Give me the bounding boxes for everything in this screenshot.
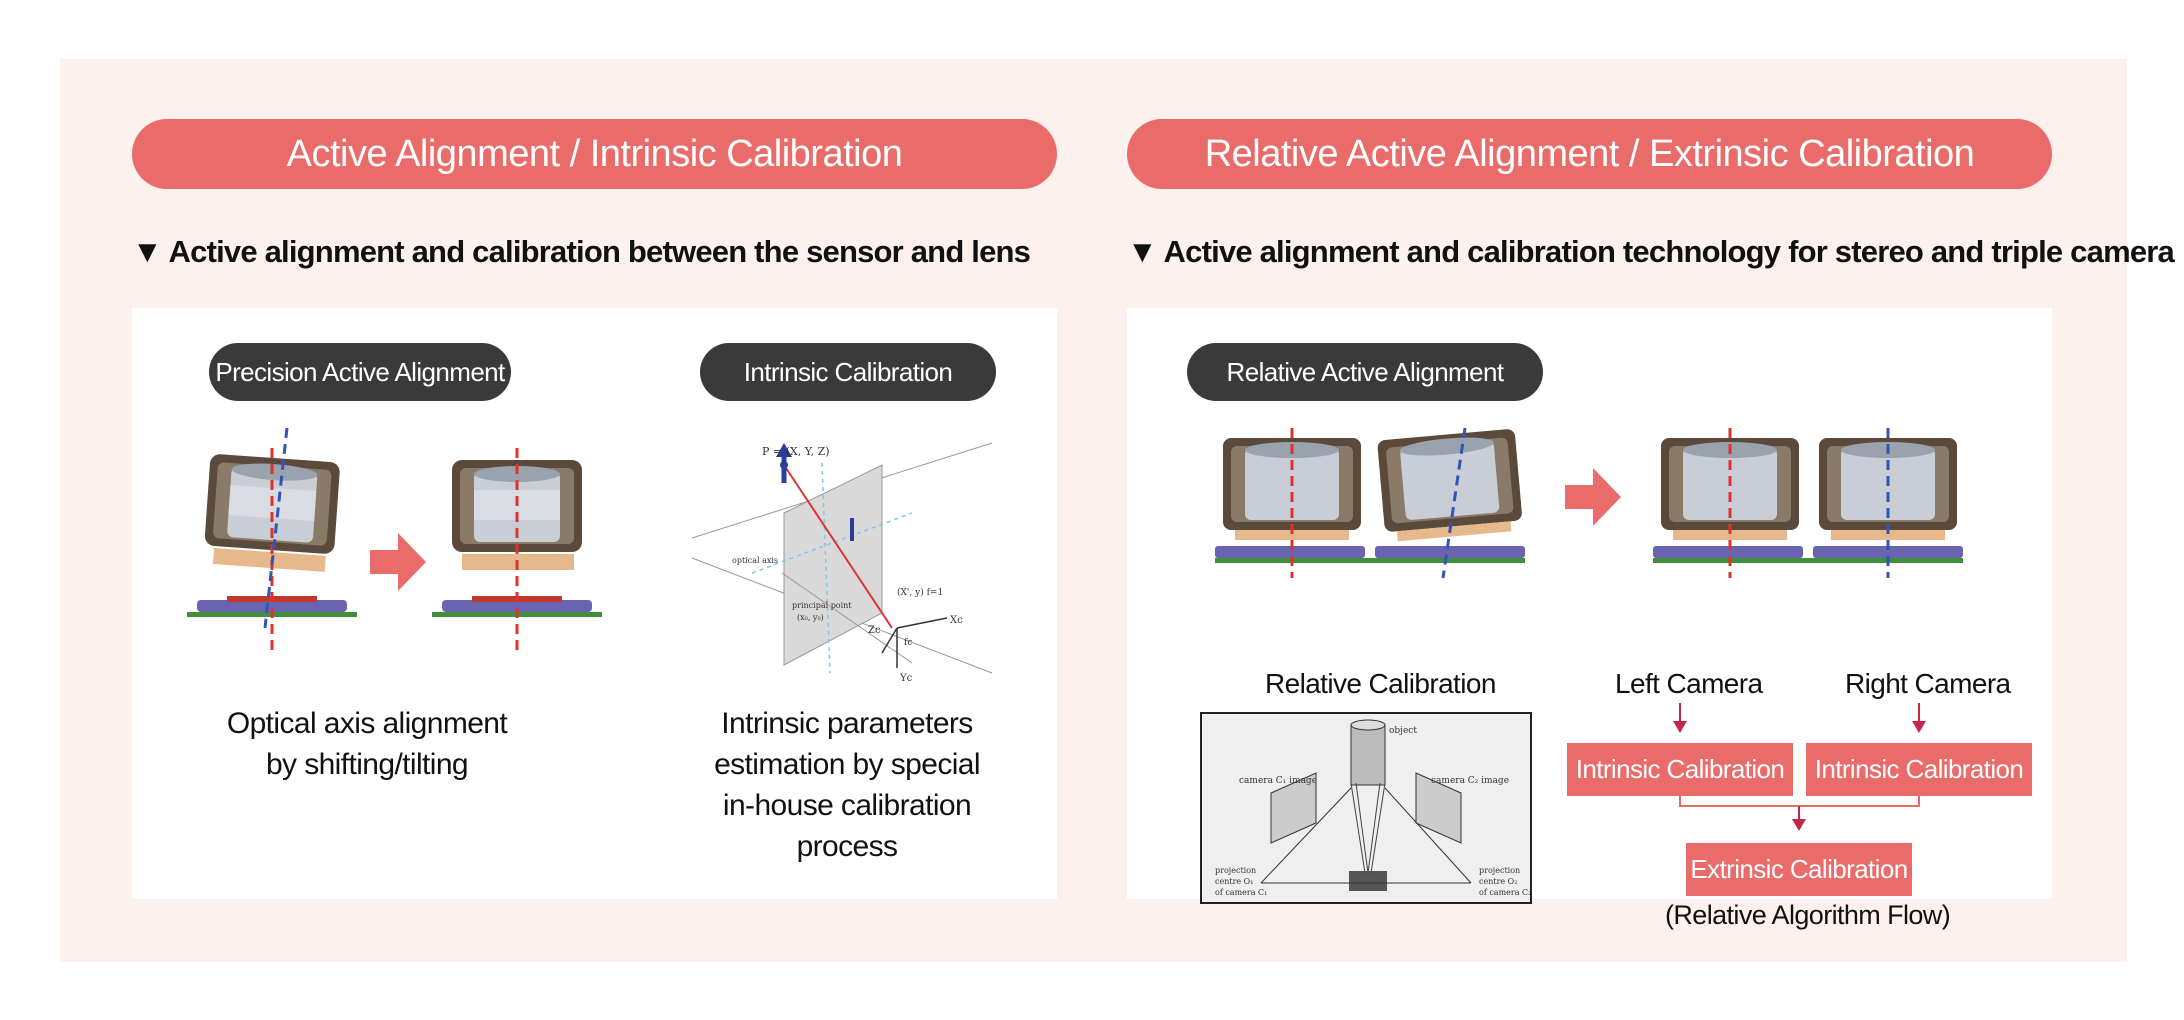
centre2-label: centre O₂ [1479, 877, 1517, 886]
intrinsic-parameters-caption: Intrinsic parameters estimation by speci… [714, 707, 980, 863]
left-section-header: Active Alignment / Intrinsic Calibration [132, 119, 1057, 189]
right-arrow-icon [1565, 468, 1621, 526]
principal-coords-label: (x₀, y₀) [797, 613, 824, 622]
projection2-label: projection [1479, 866, 1520, 875]
axis-z-label: Zc [868, 625, 881, 636]
precision-active-alignment-pill: Precision Active Alignment [209, 343, 511, 401]
right-section-header: Relative Active Alignment / Extrinsic Ca… [1127, 119, 2052, 189]
stereo-projection-diagram: object camera C₁ image camera C₂ image p… [1200, 712, 1532, 904]
projection1-label: projection [1215, 866, 1256, 875]
principal-point-label: principal point [792, 601, 852, 610]
camera1-image-label: camera C₁ image [1239, 776, 1317, 786]
right-subtitle: ▼ Active alignment and calibration techn… [1127, 234, 2175, 269]
camera1-origin-label: of camera C₁ [1215, 888, 1267, 897]
right-arrow-icon [370, 533, 426, 591]
misaligned-stereo-camera-illustration [1215, 427, 1525, 579]
image-plane-eq: (X', y) f=1 [897, 587, 943, 598]
algorithm-flow-connectors [1673, 703, 1926, 831]
pinhole-camera-model-diagram: P = (X, Y, Z) optical axis principal poi… [691, 442, 993, 684]
centre1-label: centre O₁ [1215, 877, 1253, 886]
tilted-lens-module-illustration [187, 427, 357, 650]
relative-algorithm-flow-caption: (Relative Algorithm Flow) [1665, 900, 1951, 930]
axis-f-label: fc [904, 638, 912, 648]
left-camera-label: Left Camera [1615, 668, 1763, 699]
point-label: P = (X, Y, Z) [762, 445, 830, 458]
intrinsic-calibration-pill: Intrinsic Calibration [700, 343, 996, 401]
object-label: object [1389, 726, 1417, 736]
left-intrinsic-calibration-box: Intrinsic Calibration [1567, 743, 1793, 796]
extrinsic-calibration-box: Extrinsic Calibration [1686, 843, 1912, 896]
axis-x-label: Xc [950, 615, 963, 626]
right-camera-label: Right Camera [1845, 668, 2011, 699]
optical-axis-label: optical axis [732, 556, 778, 565]
optical-axis-caption: Optical axis alignment by shifting/tilti… [226, 707, 508, 781]
camera2-origin-label: of camera C₂ [1479, 888, 1531, 897]
left-card: Precision Active Alignment Intrinsic Cal… [132, 308, 1057, 899]
relative-calibration-label: Relative Calibration [1265, 668, 1496, 699]
camera2-image-label: camera C₂ image [1431, 776, 1509, 786]
aligned-lens-module-illustration [432, 448, 602, 650]
right-intrinsic-calibration-box: Intrinsic Calibration [1806, 743, 2032, 796]
relative-active-alignment-pill: Relative Active Alignment [1187, 343, 1543, 401]
axis-y-label: Yc [899, 673, 913, 684]
left-subtitle: ▼ Active alignment and calibration betwe… [132, 234, 1031, 269]
right-card: Relative Active Alignment [1127, 308, 2052, 930]
aligned-stereo-camera-illustration [1653, 428, 1963, 578]
background-panel: Active Alignment / Intrinsic Calibration… [60, 59, 2175, 962]
